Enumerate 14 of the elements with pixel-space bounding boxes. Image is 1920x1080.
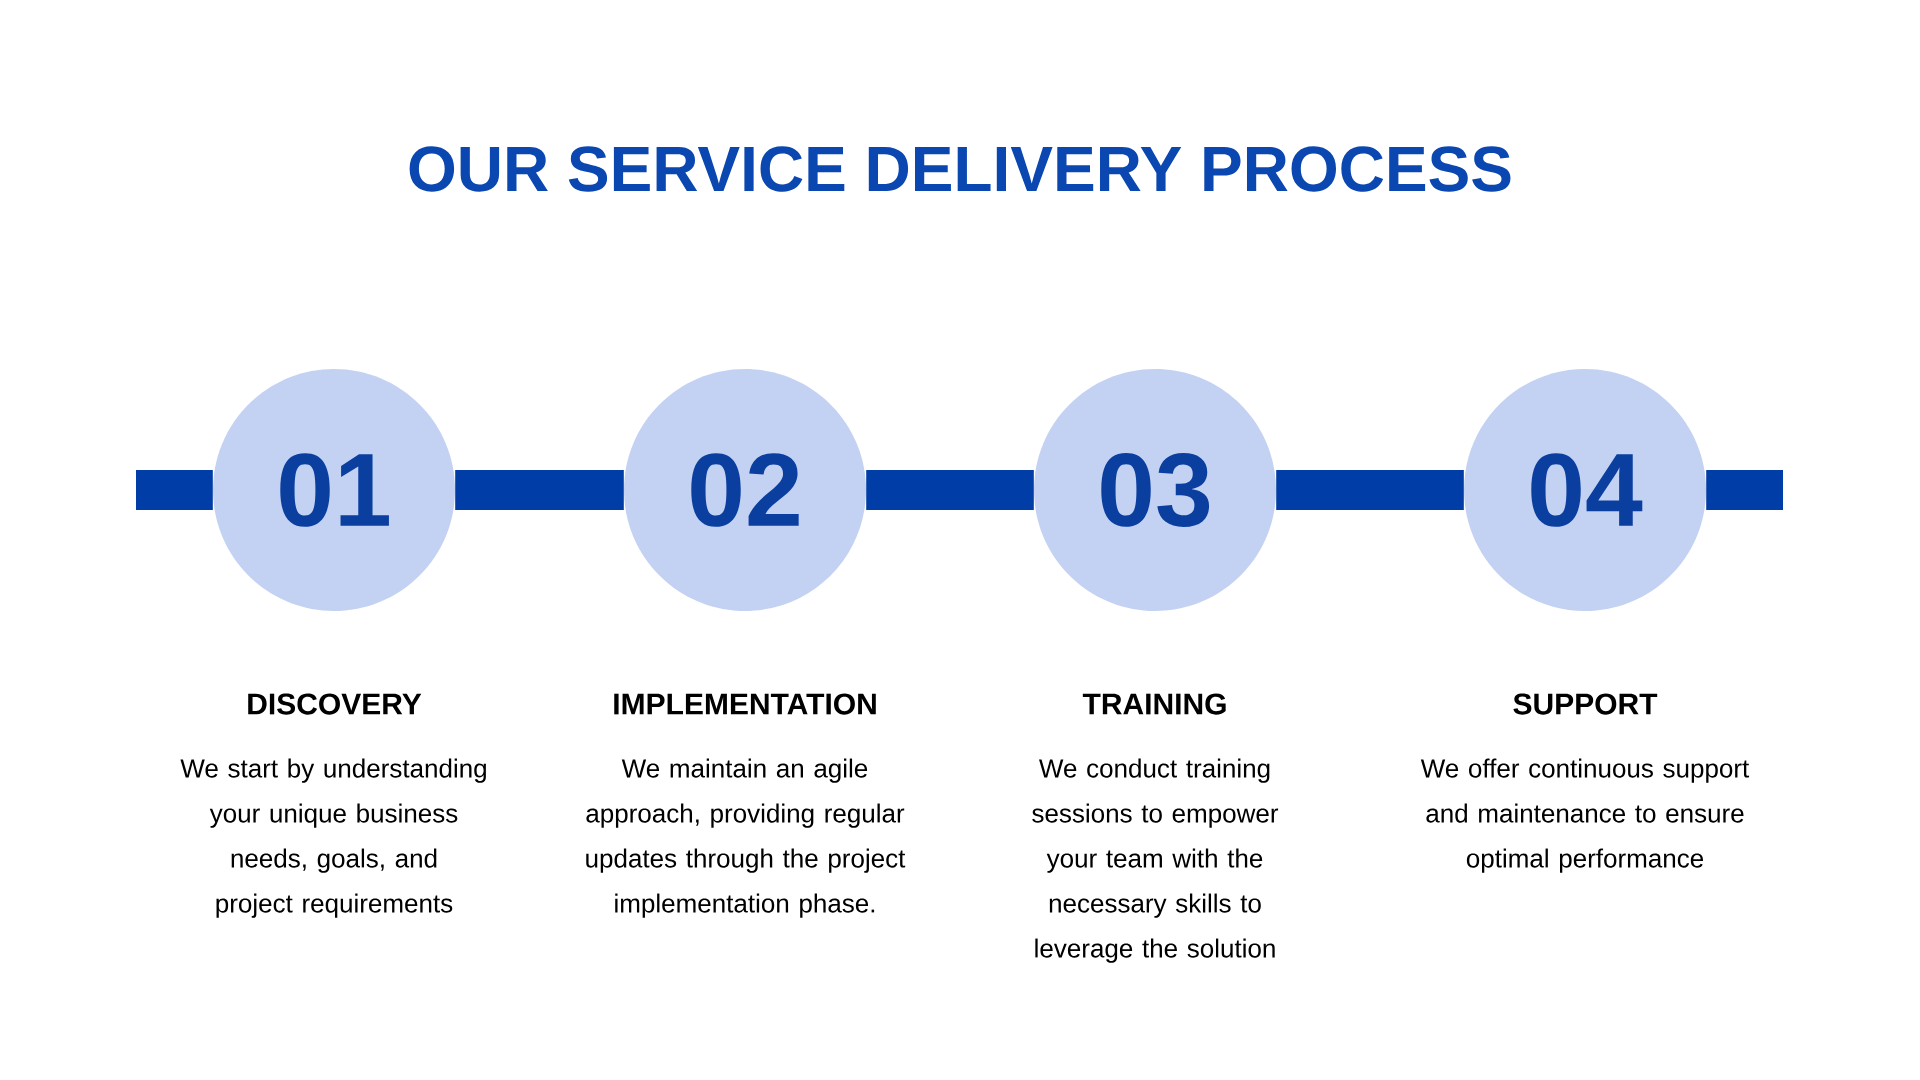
connector-bar <box>866 470 1034 510</box>
step-heading: IMPLEMENTATION <box>614 693 876 715</box>
step-description: We offer continuous support and maintenance to ensure optimal performance <box>1420 758 1750 873</box>
title: OUR SERVICE DELIVERY PROCESS <box>409 146 1511 192</box>
connector-bar <box>455 470 624 510</box>
connector-bar <box>1706 470 1783 510</box>
step-heading: SUPPORT <box>1513 693 1658 715</box>
step-description: We conduct training sessions to empower your team with the necessary skills to leverage the solution <box>1032 758 1279 963</box>
step-description: We maintain an agile approach, providing regular updates through the project implementation phase. <box>586 758 906 918</box>
connector-bar <box>1276 470 1464 510</box>
step-description: We start by understanding your unique business needs, goals, and project requirements <box>180 758 486 918</box>
step-heading: TRAINING <box>1082 693 1226 715</box>
connector-bar <box>136 470 213 510</box>
step-heading: DISCOVERY <box>248 693 422 715</box>
